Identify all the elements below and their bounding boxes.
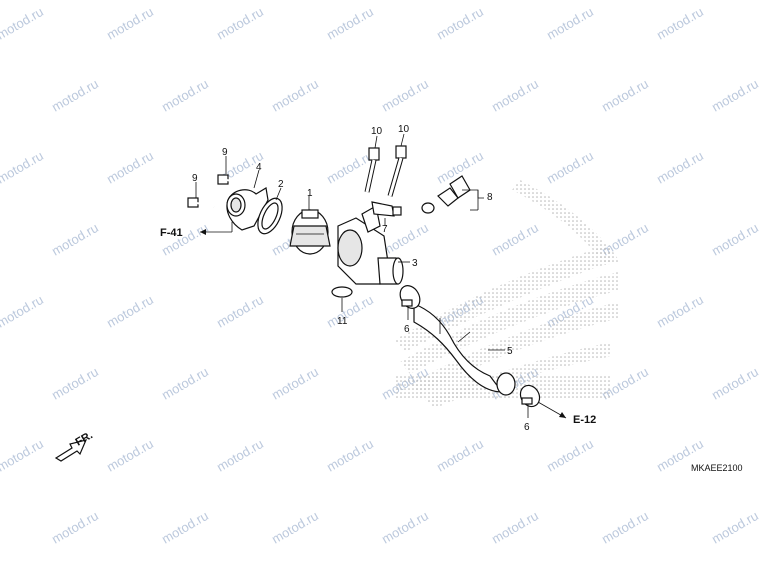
watermark-text: motod.ru <box>544 148 596 187</box>
bolt-9-upper <box>217 174 246 185</box>
watermark-text: motod.ru <box>709 220 761 259</box>
leader-lines <box>195 133 567 419</box>
watermark-text: motod.ru <box>269 508 321 547</box>
watermark-text: motod.ru <box>0 292 46 331</box>
front-direction-arrow-icon <box>54 439 88 462</box>
watermark-text: motod.ru <box>654 292 706 331</box>
thermostat-1 <box>289 209 331 255</box>
callout-4: 4 <box>256 162 262 173</box>
watermark-text: motod.ru <box>709 364 761 403</box>
water-outlet-4 <box>226 187 269 231</box>
bolt-9-lower <box>187 197 215 208</box>
watermark-text: motod.ru <box>159 220 211 259</box>
watermark-text: motod.ru <box>544 4 596 43</box>
watermark-text: motod.ru <box>269 76 321 115</box>
watermark-text: motod.ru <box>49 508 101 547</box>
watermark-text: motod.ru <box>324 436 376 475</box>
watermark-text: motod.ru <box>489 76 541 115</box>
watermark-text: motod.ru <box>269 364 321 403</box>
watermark-text: motod.ru <box>104 148 156 187</box>
bolt-10-left <box>364 147 380 193</box>
ref-label-left: F-41 <box>160 227 183 239</box>
water-hose-5 <box>413 303 516 396</box>
watermark-text: motod.ru <box>489 508 541 547</box>
watermark-text: motod.ru <box>159 76 211 115</box>
callout-9-lower: 9 <box>192 173 198 184</box>
o-ring-2 <box>257 197 283 235</box>
watermark-text: motod.ru <box>104 4 156 43</box>
watermark-text: motod.ru <box>0 436 46 475</box>
diagram-code: MKAEE2100 <box>691 463 743 473</box>
callout-11: 11 <box>337 316 348 327</box>
watermark-text: motod.ru <box>0 4 46 43</box>
watermark-text: motod.ru <box>214 292 266 331</box>
watermark-text: motod.ru <box>434 4 486 43</box>
watermark-text: motod.ru <box>159 508 211 547</box>
watermark-text: motod.ru <box>324 4 376 43</box>
ref-label-right: E-12 <box>573 414 596 426</box>
callouts: 1 2 3 4 5 6 6 7 8 9 9 10 10 11 <box>192 124 530 433</box>
callout-6-upper: 6 <box>404 324 410 335</box>
callout-8: 8 <box>487 192 493 203</box>
watermark-text: motod.ru <box>599 508 651 547</box>
gasket-11 <box>331 286 353 298</box>
watermark-text: motod.ru <box>214 436 266 475</box>
direction-label: FR. <box>74 429 95 448</box>
callout-2: 2 <box>278 179 284 190</box>
temp-sensor-8 <box>421 175 471 214</box>
fitting-7 <box>371 201 402 217</box>
watermark-text: motod.ru <box>379 76 431 115</box>
watermark-text: motod.ru <box>104 292 156 331</box>
watermark-text: motod.ru <box>489 220 541 259</box>
watermark-text: motod.ru <box>544 436 596 475</box>
watermark-text: motod.ru <box>49 76 101 115</box>
watermark-text: motod.ru <box>49 364 101 403</box>
callout-10-left: 10 <box>371 126 383 137</box>
watermark-text: motod.ru <box>709 76 761 115</box>
hose-clamp-6-lower <box>519 384 541 408</box>
watermark-text: motod.ru <box>599 76 651 115</box>
callout-9-upper: 9 <box>222 147 228 158</box>
bolt-10-right <box>387 145 407 197</box>
callout-6-lower: 6 <box>524 422 530 433</box>
thermostat-housing-3 <box>337 205 404 285</box>
callout-10-right: 10 <box>398 124 410 135</box>
watermark-text: motod.ru <box>104 436 156 475</box>
callout-5: 5 <box>507 346 513 357</box>
watermark-text: motod.ru <box>0 148 46 187</box>
watermark-text: motod.ru <box>49 220 101 259</box>
watermark-text: motod.ru <box>434 436 486 475</box>
callout-1: 1 <box>307 188 313 199</box>
watermark-text: motod.ru <box>159 364 211 403</box>
callout-7: 7 <box>382 224 388 235</box>
hose-clamp-6-upper <box>399 285 421 309</box>
callout-3: 3 <box>412 258 418 269</box>
watermark-text: motod.ru <box>654 148 706 187</box>
watermark-text: motod.ru <box>324 292 376 331</box>
watermark-text: motod.ru <box>214 4 266 43</box>
watermark-text: motod.ru <box>379 508 431 547</box>
watermark-text: motod.ru <box>654 4 706 43</box>
watermark-text: motod.ru <box>709 508 761 547</box>
